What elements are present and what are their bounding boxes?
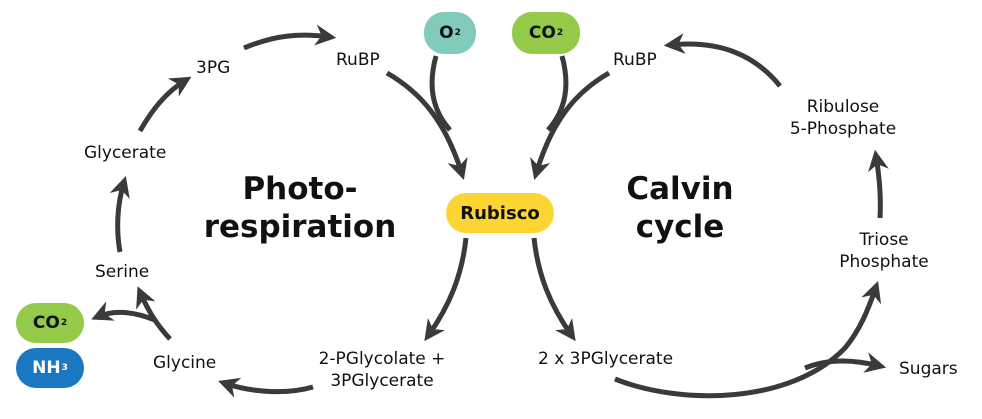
photorespiration-title-line1: Photo- — [242, 171, 358, 207]
arrow-triose-to-ribulose — [868, 149, 889, 219]
arrow-glycerate-to-3pg — [137, 76, 192, 133]
arrow-rubisco-to-photoproduct — [424, 237, 469, 342]
o2-subscript: 2 — [454, 28, 461, 38]
serine-label: Serine — [95, 262, 150, 282]
photorespiration-title: Photo- respiration — [200, 170, 400, 246]
sugars-label: Sugars — [899, 359, 958, 379]
3pg-label: 3PG — [196, 58, 231, 78]
arrow-to-sugars — [804, 352, 887, 373]
calvin-cycle-title: Calvin cycle — [615, 170, 745, 246]
glycine-label: Glycine — [153, 353, 217, 373]
arrow-ribulose-to-rubp — [663, 33, 782, 88]
ribulose-line2: 5-Phosphate — [789, 119, 897, 139]
co2-subscript: 2 — [556, 28, 564, 38]
nh3-subscript: 3 — [61, 363, 68, 373]
rubp-right-label: RuBP — [613, 50, 657, 70]
product-line1: 2-PGlycolate + — [318, 349, 446, 369]
ribulose-5-phosphate-label: Ribulose 5-Phosphate — [782, 96, 904, 140]
triose-line2: Phosphate — [839, 252, 929, 272]
glycerate-label: Glycerate — [84, 143, 167, 163]
calvin-title-line2: cycle — [635, 209, 725, 245]
rubp-left-label: RuBP — [336, 50, 380, 70]
arrow-o2-to-rubisco — [429, 55, 452, 132]
photorespiration-title-line2: respiration — [203, 209, 397, 245]
arrow-rubisco-to-3pglycerate — [531, 237, 576, 342]
o2-label: O — [439, 23, 454, 43]
ribulose-line1: Ribulose — [806, 97, 880, 117]
arrow-glycine-to-co2 — [91, 301, 156, 323]
co2-out-subscript: 2 — [60, 318, 68, 328]
photorespiration-product-label: 2-PGlycolate + 3PGlycerate — [303, 348, 461, 392]
co2-out-label: CO — [32, 313, 60, 333]
nh3-label: NH — [32, 358, 61, 378]
triose-line1: Triose — [859, 230, 909, 250]
calvin-title-line1: Calvin — [626, 171, 734, 207]
arrow-product-to-glycine — [218, 377, 314, 398]
product-line2: 3PGlycerate — [330, 371, 434, 391]
rubisco-label: Rubisco — [460, 202, 540, 224]
arrow-co2-to-rubisco — [546, 55, 569, 132]
co2-label: CO — [528, 23, 556, 43]
rubisco-enzyme-badge: Rubisco — [446, 193, 554, 233]
arrow-rubp-to-rubisco — [385, 70, 468, 181]
arrow-3pglycerate-to-triose — [614, 281, 882, 399]
arrow-rubp2-to-rubisco — [530, 70, 611, 181]
arrow-3pg-to-rubp — [243, 24, 337, 51]
arrow-serine-to-glycerate — [109, 175, 130, 253]
triose-phosphate-label: Triose Phosphate — [828, 229, 940, 273]
3pglycerate-product-label: 2 x 3PGlycerate — [538, 349, 674, 369]
